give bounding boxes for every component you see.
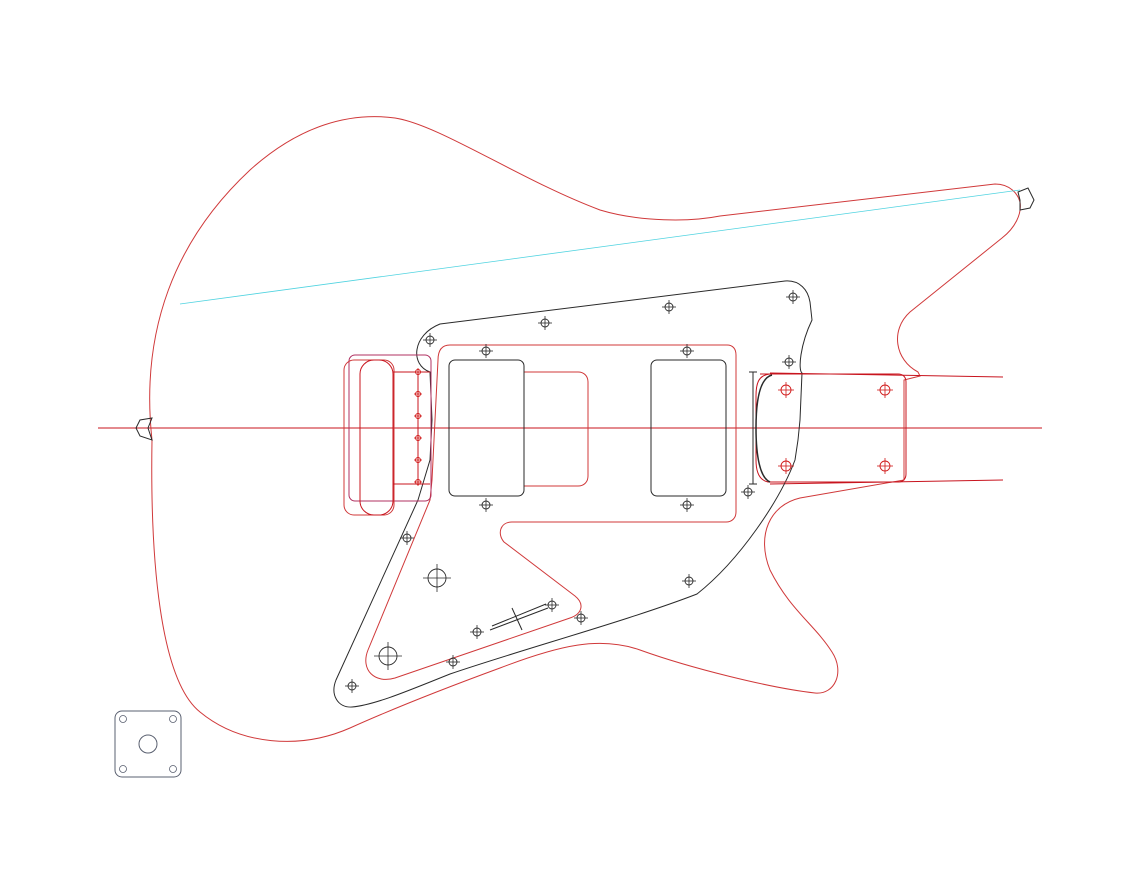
neck-plate-screw xyxy=(877,382,893,398)
neck-pocket-heel xyxy=(755,374,773,483)
pickguard-screw-hole xyxy=(345,679,359,693)
pickguard-screw-hole xyxy=(682,574,696,588)
pickguard-screw-hole xyxy=(786,290,800,304)
tremolo-bridge-base xyxy=(343,359,395,516)
mounting-holes xyxy=(345,290,893,693)
tone-pot-hole xyxy=(374,642,402,670)
bridge-pickup-cavity xyxy=(448,359,525,497)
neck-plate-screw xyxy=(877,458,893,474)
pickguard-screw-hole xyxy=(423,333,437,347)
neck-pocket xyxy=(755,373,907,483)
pickguard-outline xyxy=(333,280,813,708)
bridge-stud xyxy=(414,368,422,376)
pickguard-screw-hole xyxy=(741,485,755,499)
neck-plate-screw xyxy=(778,382,794,398)
body-end-notch-right xyxy=(1017,187,1035,211)
bridge-stud xyxy=(414,478,422,486)
pickguard-screw-hole xyxy=(782,355,796,369)
neck-routing-channel xyxy=(524,371,589,487)
pickguard-screw-hole xyxy=(662,300,676,314)
pickguard-screw-hole xyxy=(479,344,493,358)
bridge-stud xyxy=(414,434,422,442)
neck-pickup-cavity xyxy=(650,359,727,497)
pickup-route xyxy=(365,344,737,680)
pickguard-screw-hole xyxy=(446,655,460,669)
pickguard-screw-hole xyxy=(470,625,484,639)
tremolo-bridge-arm xyxy=(359,359,394,516)
pickguard-screw-hole xyxy=(574,611,588,625)
tremolo-bridge-plate xyxy=(348,354,432,502)
neck-plate-screw xyxy=(778,458,794,474)
pickguard-screw-hole xyxy=(479,498,493,512)
fretboard-edge-line xyxy=(179,189,1021,305)
pickguard-screw-hole xyxy=(400,531,414,545)
pickguard-screw-hole xyxy=(680,498,694,512)
bridge-stud xyxy=(414,390,422,398)
pickguard-screw-hole xyxy=(680,344,694,358)
selector-switch xyxy=(489,603,549,631)
pickguard-screw-hole xyxy=(545,598,559,612)
body-end-notch-left xyxy=(135,417,153,441)
output-jack-plate xyxy=(114,710,182,778)
guitar-body-outline xyxy=(149,116,1021,742)
bridge-stud xyxy=(414,456,422,464)
volume-pot-hole xyxy=(423,564,451,592)
bridge-stud xyxy=(414,412,422,420)
pickguard-screw-hole xyxy=(538,316,552,330)
